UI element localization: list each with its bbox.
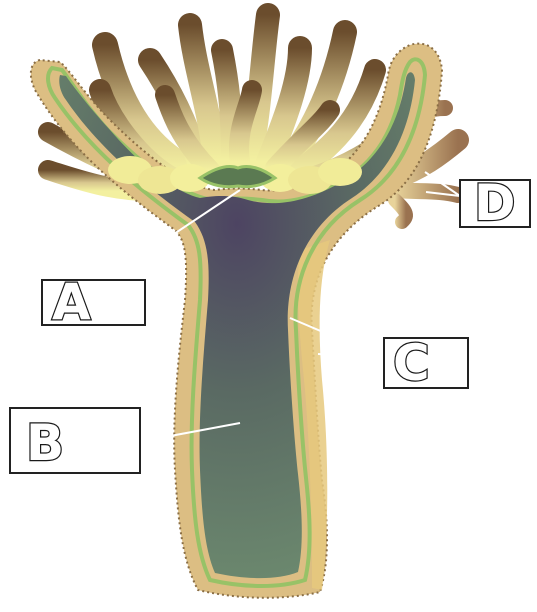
label-b-text: B: [26, 414, 64, 472]
label-a-text: A: [52, 273, 91, 331]
label-d-text: D: [474, 174, 516, 232]
tentacle: [395, 200, 406, 222]
label-c-text: C: [393, 334, 430, 392]
